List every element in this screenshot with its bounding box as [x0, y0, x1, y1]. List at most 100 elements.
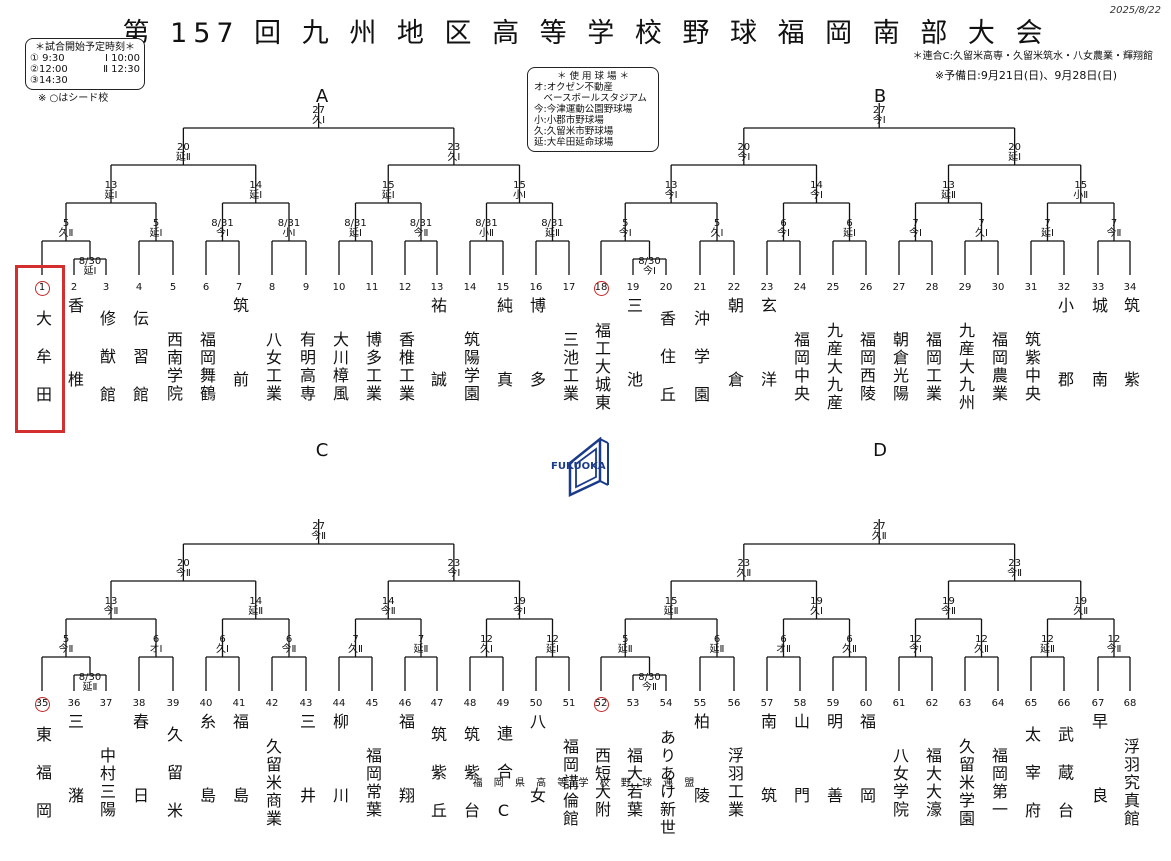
- team-name: 南筑: [755, 713, 779, 861]
- team-name: 小郡: [1052, 297, 1076, 445]
- venue-box: ＊ 使 用 球 場 ＊ オ:オクゼン不動産 ベースボールスタジアム 今:今津運動…: [527, 67, 659, 152]
- team-name-text: 福岡: [857, 713, 876, 861]
- game-date: 7: [352, 634, 359, 645]
- game-date: 5: [713, 218, 721, 229]
- team-number: 47: [430, 698, 444, 709]
- team-number: 26: [859, 282, 873, 293]
- rengo-note: ＊連合C:久留米高専・久留米筑水・八女農業・輝翔館: [912, 51, 1153, 62]
- team-name-text: 八女工業: [263, 331, 282, 403]
- team-number: 56: [727, 698, 741, 709]
- game-venue: 小Ⅰ: [513, 190, 526, 201]
- team-name-text: 三池工業: [560, 331, 579, 403]
- team-number: 36: [67, 698, 81, 709]
- team-number: 45: [365, 698, 379, 709]
- game-date: 20: [177, 558, 190, 569]
- team-name-text: 福岡農業: [989, 331, 1008, 403]
- game-venue: 久Ⅰ: [710, 228, 724, 239]
- game-date: 6: [780, 634, 787, 645]
- team-number: 11: [365, 282, 379, 293]
- team-name-text: 糸島: [197, 713, 216, 861]
- team-name: 香椎: [62, 297, 86, 445]
- team-name: 八女: [524, 713, 548, 861]
- team-name: 三池工業: [557, 297, 581, 437]
- team-number: 62: [925, 698, 939, 709]
- game-date: 13: [104, 596, 118, 607]
- team-name-text: 久留米学園: [956, 738, 975, 828]
- team-name-text: 浮羽工業: [725, 747, 744, 819]
- team-name: 筑紫台: [458, 713, 482, 853]
- game-date: 12: [1041, 634, 1054, 645]
- game-venue: 今Ⅱ: [1007, 568, 1023, 579]
- game-venue: 延Ⅰ: [249, 190, 263, 201]
- team-name: 筑紫: [1118, 297, 1142, 445]
- team-name-text: 東福岡: [33, 726, 52, 840]
- team-number: 7: [235, 282, 243, 293]
- team-number: 2: [70, 282, 78, 293]
- game-date: 8/30: [638, 672, 661, 683]
- team-name-text: 福岡舞鶴: [197, 331, 216, 403]
- reserve-day-note: ※予備日:9月21日(日)、9月28日(日): [934, 69, 1117, 82]
- team-name-text: 三池: [624, 297, 643, 445]
- team-name: 福岡中央: [788, 297, 812, 437]
- team-name-text: 早良: [1089, 713, 1108, 861]
- team-name-text: 大川樟風: [330, 331, 349, 403]
- team-name: 福島: [227, 713, 251, 861]
- team-number: 9: [302, 282, 310, 293]
- game-venue: 延Ⅰ: [83, 266, 97, 277]
- game-date: 5: [62, 218, 70, 229]
- game-date: 6: [713, 634, 721, 645]
- start-times-header: ＊試合開始予定時刻＊: [35, 42, 135, 53]
- team-name: 柏陵: [688, 713, 712, 861]
- team-number: 28: [925, 282, 939, 293]
- game-venue: 延Ⅱ: [1040, 644, 1055, 655]
- team-name: 博多: [524, 297, 548, 445]
- game-venue: 久Ⅰ: [975, 228, 988, 239]
- game-venue: 延Ⅰ: [349, 228, 362, 239]
- venue-line: 今:今津運動公園野球場: [534, 104, 633, 115]
- game-date: 6: [285, 634, 293, 645]
- team-number: 22: [727, 282, 741, 293]
- game-date: 19: [1074, 596, 1088, 607]
- team-number: 41: [232, 698, 246, 709]
- team-number: 8: [268, 282, 276, 293]
- team-name: 筑紫丘: [425, 713, 449, 853]
- game-venue: 今Ⅱ: [413, 228, 429, 239]
- game-venue: 延Ⅰ: [104, 190, 118, 201]
- team-number: 4: [135, 282, 143, 293]
- logo-text: FUKUOKA: [551, 461, 606, 472]
- game-date: 5: [622, 634, 629, 645]
- game-date: 23: [447, 142, 461, 153]
- game-date: 19: [810, 596, 823, 607]
- game-date: 27: [872, 105, 886, 116]
- page-title: 第 157 回 九 州 地 区 高 等 学 校 野 球 福 岡 南 部 大 会: [122, 18, 1049, 49]
- team-name: 久留米学園: [953, 713, 977, 853]
- game-venue: 今Ⅰ: [810, 190, 823, 201]
- game-venue: 今Ⅱ: [311, 531, 327, 542]
- venue-line: オ:オクゼン不動産: [534, 82, 614, 93]
- game-venue: 延Ⅱ: [617, 644, 633, 655]
- team-number: 23: [760, 282, 774, 293]
- team-name-text: 大牟田: [33, 310, 52, 424]
- game-date: 14: [249, 596, 263, 607]
- team-number: 19: [626, 282, 640, 293]
- team-name: 玄洋: [755, 297, 779, 445]
- region-label: A: [315, 86, 329, 107]
- team-name: 香椎工業: [393, 297, 417, 437]
- team-name-text: 筑紫台: [461, 726, 480, 840]
- team-name-text: 朝倉光陽: [890, 331, 909, 403]
